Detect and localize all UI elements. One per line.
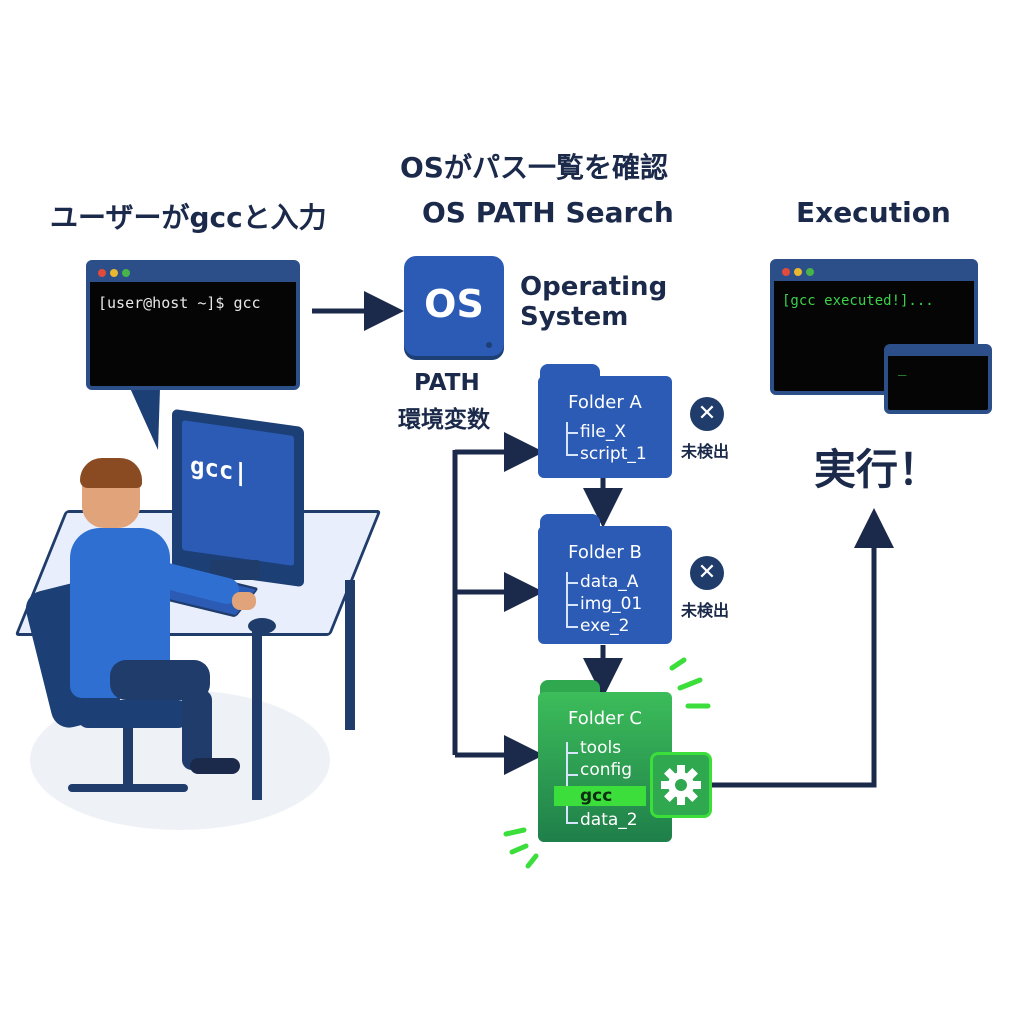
env-var-label: 環境変数: [398, 407, 490, 433]
chair-post: [123, 728, 133, 788]
close-dot-icon: [98, 269, 106, 277]
folder-a-status: 未検出: [681, 442, 730, 461]
exec-subterminal-window: _: [884, 344, 992, 414]
arrow-to-execution: [712, 508, 894, 788]
folder-b-tree: [566, 572, 568, 626]
chair-seat: [78, 700, 188, 728]
mouse: [248, 618, 276, 634]
folder-c-tree: [566, 742, 568, 822]
os-icon-dot: [486, 342, 492, 348]
minimize-dot-icon: [110, 269, 118, 277]
os-icon-label: OS: [424, 282, 484, 326]
folder-a-name: Folder A: [568, 392, 642, 413]
close-dot-icon: [782, 268, 790, 276]
folder-c: Folder C tools config gcc data_2: [538, 692, 672, 842]
user-terminal-window: [user@host ~]$ gcc: [86, 260, 300, 390]
person-shoe: [190, 758, 240, 774]
highlight-rays-top: [669, 657, 711, 709]
tree-tick: [566, 432, 578, 434]
heading-user-typed: ユーザーがgccと入力: [50, 201, 327, 234]
exec-label: 実行！: [814, 445, 941, 494]
heading-os-check: OSがパス一覧を確認: [400, 151, 668, 184]
folder-b-name: Folder B: [568, 542, 642, 563]
minimize-dot-icon: [794, 268, 802, 276]
speech-tail: [130, 388, 160, 450]
folder-b-file: data_A: [580, 572, 639, 592]
heading-os-path-search: OS PATH Search: [422, 196, 674, 229]
maximize-dot-icon: [122, 269, 130, 277]
tree-tick: [566, 774, 578, 776]
folder-c-file-gcc: gcc: [580, 786, 613, 806]
folder-c-name: Folder C: [568, 708, 642, 729]
folder-b-status: 未検出: [681, 601, 730, 620]
folder-b-file: img_01: [580, 594, 643, 614]
close-icon: ✕: [690, 397, 724, 431]
terminal-titlebar: [774, 263, 974, 281]
folder-c-file: config: [580, 760, 633, 780]
monitor-stand: [210, 560, 260, 580]
person-shin: [182, 690, 212, 770]
gear-icon: [650, 752, 712, 818]
subterminal-titlebar: [888, 348, 988, 356]
folder-c-file: data_2: [580, 810, 638, 830]
terminal-prompt: [user@host ~]$ gcc: [98, 294, 261, 312]
os-name-line1: Operating: [520, 272, 668, 302]
chair-base: [68, 784, 188, 792]
os-name: Operating System: [520, 272, 667, 332]
folder-c-file: tools: [580, 738, 622, 758]
tree-tick: [566, 604, 578, 606]
exec-output: [gcc executed!]...: [782, 293, 934, 309]
tree-tick: [566, 454, 578, 456]
tree-tick: [566, 626, 578, 628]
terminal-titlebar: [90, 264, 296, 282]
desk-leg: [252, 630, 262, 800]
highlight-rays-bottom: [503, 827, 539, 869]
folder-b-file: exe_2: [580, 616, 630, 636]
maximize-dot-icon: [806, 268, 814, 276]
folder-a-tree: [566, 422, 568, 454]
person-hair: [80, 458, 142, 488]
exec-cursor: _: [898, 360, 907, 376]
heading-execution: Execution: [796, 196, 951, 229]
monitor-text: gcc|: [190, 451, 248, 488]
tree-tick: [566, 752, 578, 754]
tree-tick: [566, 582, 578, 584]
folder-a-file: script_1: [580, 444, 647, 464]
tree-tick: [566, 822, 578, 824]
os-icon: OS: [404, 256, 504, 356]
gcc-highlight: [554, 786, 646, 806]
folder-b: Folder B data_A img_01 exe_2: [538, 526, 672, 644]
os-name-line2: System: [520, 302, 629, 332]
folder-a-file: file_X: [580, 422, 627, 442]
desk-leg: [345, 580, 355, 730]
folder-a: Folder A file_X script_1: [538, 376, 672, 478]
path-label: PATH: [414, 370, 480, 396]
close-icon: ✕: [690, 556, 724, 590]
person-hand: [232, 592, 256, 610]
monitor-screen: gcc|: [182, 420, 294, 566]
